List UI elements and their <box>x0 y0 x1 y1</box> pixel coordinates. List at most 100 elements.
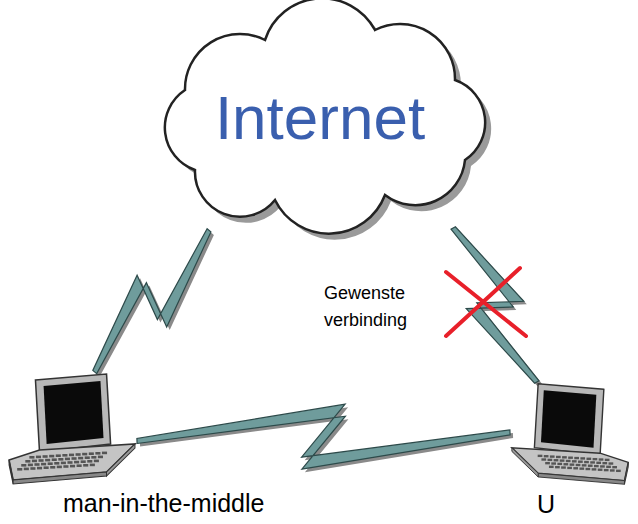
cloud-label: Internet <box>215 82 425 153</box>
laptop-key <box>563 463 568 465</box>
laptop-key <box>557 463 562 465</box>
laptop-key <box>82 453 87 456</box>
bolt <box>93 229 211 374</box>
laptop-key <box>17 468 22 471</box>
laptop-edge <box>107 444 135 476</box>
laptop-key <box>556 456 561 458</box>
computer-label: U <box>537 490 555 519</box>
laptop-key <box>555 466 560 468</box>
laptop-key <box>582 464 587 466</box>
laptop-key <box>62 454 67 457</box>
laptop-key <box>48 462 53 465</box>
laptop-key <box>70 465 75 468</box>
bolt <box>451 227 539 383</box>
laptop-key <box>579 467 584 469</box>
laptop-key <box>52 458 57 461</box>
laptop-key <box>28 464 33 467</box>
laptop-key <box>102 452 107 455</box>
laptop-key <box>573 467 578 469</box>
laptop-key <box>95 452 100 455</box>
laptop-key <box>554 459 559 461</box>
laptop-key <box>598 469 603 471</box>
laptop-key <box>594 465 599 467</box>
laptop-key <box>580 457 585 459</box>
laptop-key <box>90 464 95 467</box>
laptop-key <box>61 462 66 465</box>
laptop-key <box>65 458 70 461</box>
laptop-key <box>609 462 614 464</box>
laptop-key <box>77 464 82 467</box>
laptop-key <box>596 462 601 464</box>
lightning-link <box>93 229 214 377</box>
laptop-screen <box>541 390 596 448</box>
laptop-key <box>590 461 595 463</box>
laptop-key <box>549 466 554 468</box>
laptop-edge <box>13 472 106 484</box>
laptop-key <box>85 456 90 459</box>
lightning-link <box>137 404 513 472</box>
laptop-key <box>39 459 44 462</box>
laptop-key <box>566 460 571 462</box>
laptop-key <box>574 457 579 459</box>
laptop-key <box>550 455 555 457</box>
red-cross <box>446 272 526 336</box>
laptop-lid <box>35 374 110 452</box>
laptop-key <box>44 466 49 469</box>
laptop-icon <box>9 374 135 484</box>
laptop-key <box>43 455 48 458</box>
laptop-node: man-in-the-middle <box>5 372 137 487</box>
laptop-key <box>610 469 615 471</box>
cloud-outline <box>165 0 485 234</box>
laptop-key <box>24 468 29 471</box>
laptop-edge <box>624 462 628 484</box>
laptop-key <box>606 466 611 468</box>
laptop-key <box>616 470 621 472</box>
laptop-key <box>605 459 610 461</box>
laptop-key <box>568 457 573 459</box>
laptop-key <box>36 456 41 459</box>
laptop-key <box>544 455 549 457</box>
laptop-key <box>562 456 567 458</box>
laptop-edge <box>512 448 538 477</box>
laptop-key <box>572 460 577 462</box>
lightning-link <box>451 227 542 386</box>
laptop-key <box>592 468 597 470</box>
laptop-lid <box>534 384 603 455</box>
laptop-key <box>74 461 79 464</box>
laptop-key <box>32 460 37 463</box>
laptop-key <box>76 453 81 456</box>
laptop-key <box>567 467 572 469</box>
laptop-icon <box>512 384 628 484</box>
laptop-key <box>584 461 589 463</box>
laptop-key <box>87 460 92 463</box>
laptop-key <box>560 459 565 461</box>
laptop-key <box>551 462 556 464</box>
red-cross <box>446 268 520 336</box>
laptop-key <box>548 459 553 461</box>
laptop-key <box>56 454 61 457</box>
laptop-drawing <box>510 382 632 487</box>
laptop-drawing <box>5 372 137 487</box>
internet-cloud: Internet <box>135 0 505 235</box>
computer-label: man-in-the-middle <box>63 489 264 518</box>
laptop-key <box>89 452 94 455</box>
laptop-edge <box>538 473 624 484</box>
laptop-node: U <box>510 382 632 487</box>
laptop-key <box>57 466 62 469</box>
laptop-key <box>29 456 34 459</box>
laptop-edge <box>9 460 13 484</box>
laptop-key <box>576 464 581 466</box>
laptop-key <box>586 468 591 470</box>
laptop-key <box>593 458 598 460</box>
laptop-key <box>21 464 26 467</box>
bolt <box>137 404 510 469</box>
laptop-key <box>49 455 54 458</box>
laptop-key <box>545 462 550 464</box>
laptop-key <box>72 457 77 460</box>
laptop-key <box>599 458 604 460</box>
laptop-key <box>98 456 103 459</box>
laptop-key <box>538 455 543 457</box>
laptop-key <box>50 466 55 469</box>
laptop-key <box>600 465 605 467</box>
laptop-key <box>602 462 607 464</box>
